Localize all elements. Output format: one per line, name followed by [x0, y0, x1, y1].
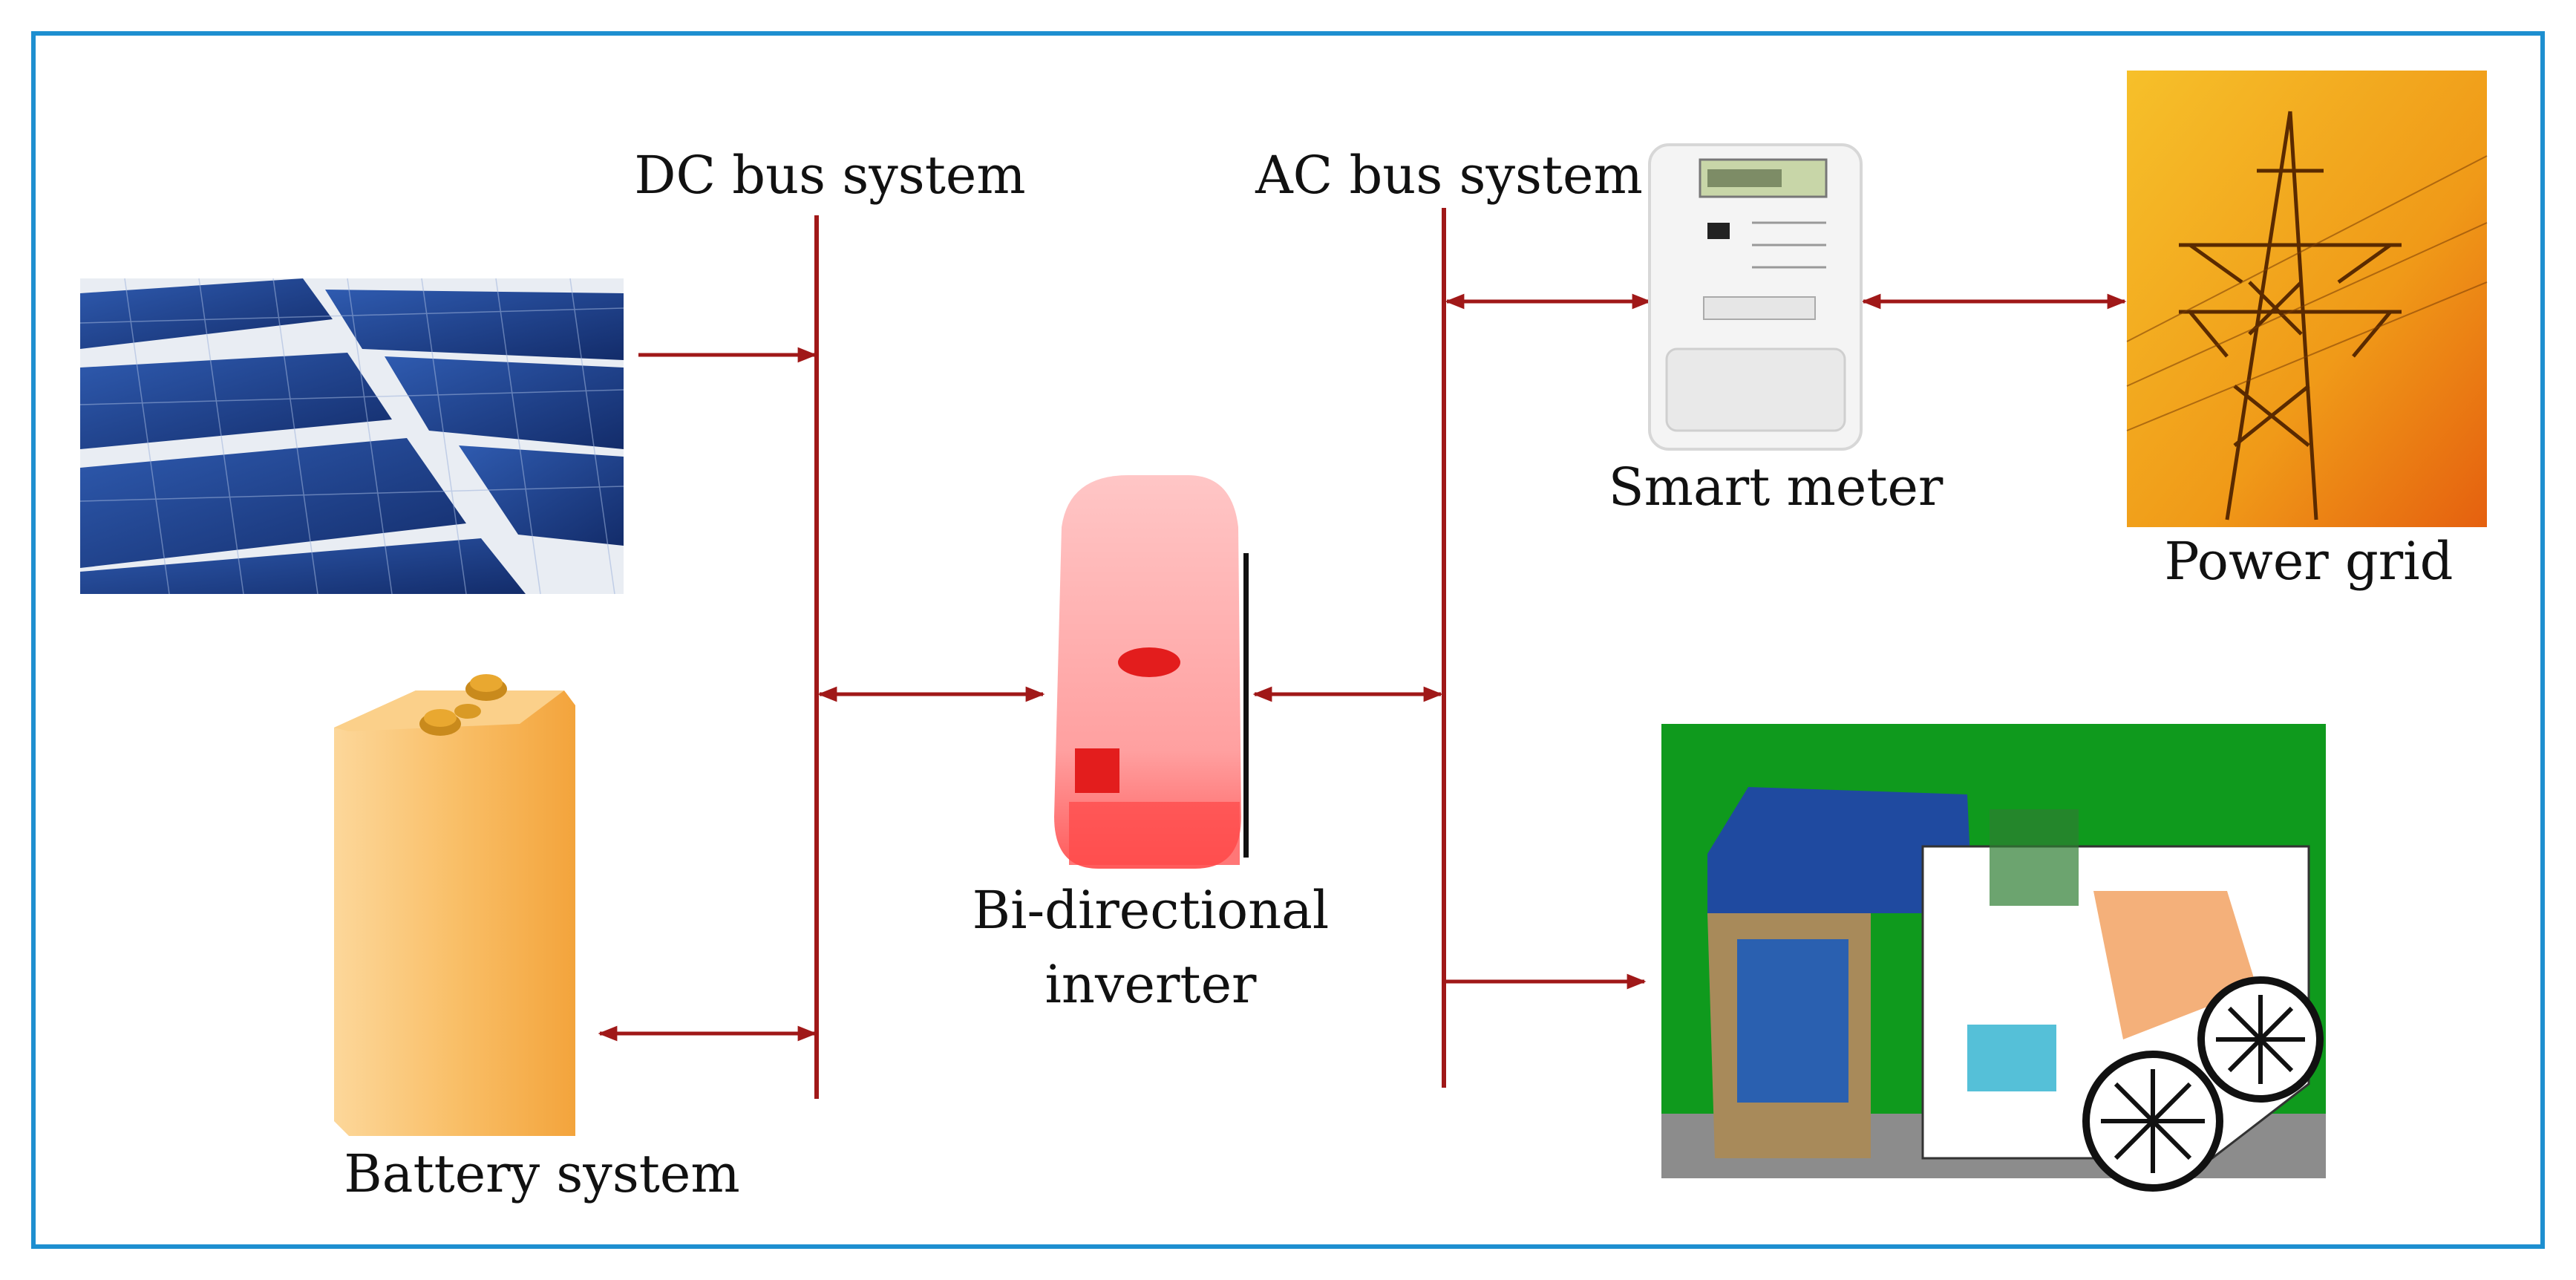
dc-bus-label: DC bus system	[634, 145, 1025, 206]
ac-bus-label: AC bus system	[1255, 145, 1643, 206]
power-tower-icon	[2126, 71, 2488, 527]
battery-icon	[334, 674, 575, 1136]
inverter-label-line2: inverter	[1045, 954, 1257, 1015]
power-grid-label: Power grid	[2165, 531, 2454, 592]
smart-meter-icon	[1648, 143, 1863, 451]
solar-panel-icon	[79, 278, 624, 595]
house-load-icon	[1661, 724, 2326, 1192]
smart-meter-label: Smart meter	[1609, 457, 1944, 517]
battery-label: Battery system	[344, 1143, 739, 1204]
inverter-label-line1: Bi-directional	[972, 880, 1330, 941]
inverter-icon	[1054, 475, 1249, 869]
